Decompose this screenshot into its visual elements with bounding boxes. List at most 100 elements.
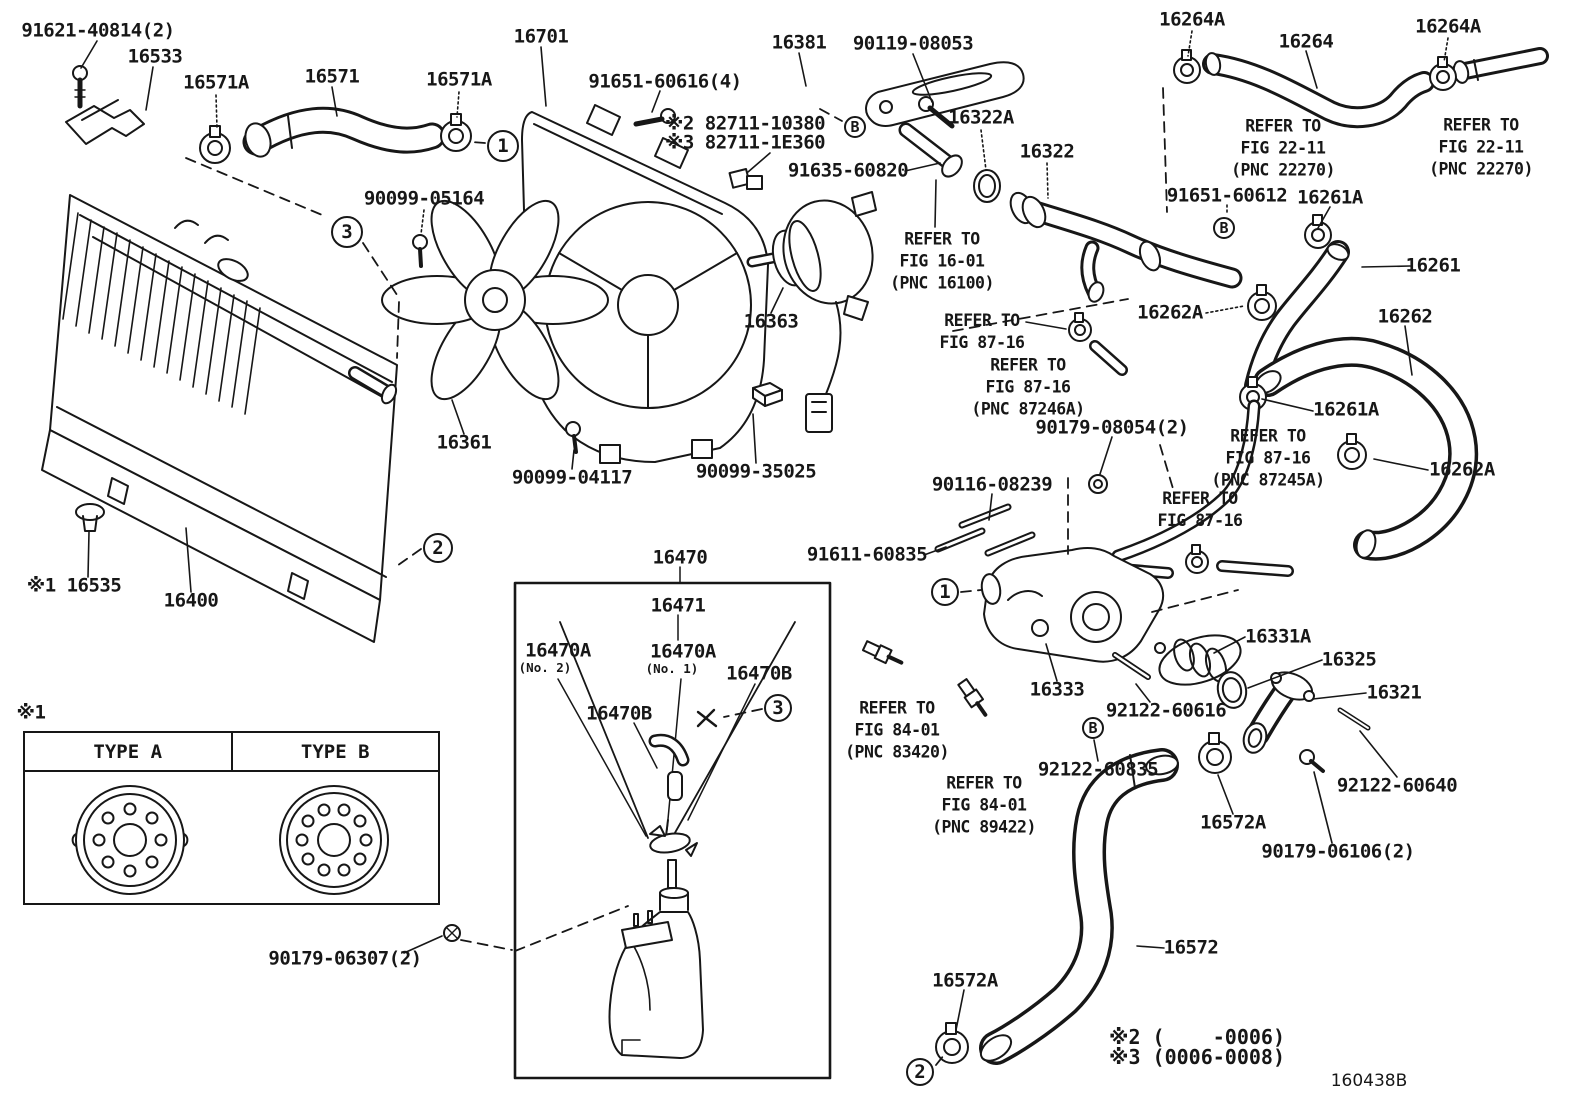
dotted-leaders	[215, 30, 1449, 314]
part-label: 16261A	[1313, 398, 1379, 421]
part-label: 91651-60612	[1166, 184, 1288, 207]
fan-shroud-16701	[521, 104, 769, 464]
part-label: (No. 2)	[518, 659, 572, 675]
nut-90099-35025	[752, 382, 783, 407]
bolt-90119	[918, 96, 955, 129]
leader-lines	[80, 40, 1429, 1031]
water-outlet-housing-16333	[934, 503, 1165, 680]
part-label: 16533	[127, 45, 183, 68]
part-label: (No. 1)	[645, 660, 699, 676]
bolt-90099-04117	[565, 421, 581, 454]
part-label: 16470A	[650, 640, 716, 663]
part-label: 16470	[652, 546, 708, 569]
reference-note: REFER TO FIG 87-16 (PNC 87246A)	[971, 355, 1085, 418]
part-label: 92122-60616	[1105, 699, 1227, 722]
pipe-clamp-87-16	[1068, 312, 1092, 342]
temp-sensor-83420	[861, 640, 904, 665]
fan-motor-16363	[746, 191, 877, 433]
callout-marker-3: 3	[764, 694, 792, 722]
stud-92122-60640	[1337, 707, 1371, 731]
water-bypass-pipe-91635	[898, 122, 963, 178]
part-label: 16322	[1019, 140, 1075, 163]
part-label: 16262	[1377, 305, 1433, 328]
water-inlet-16322	[1009, 191, 1243, 303]
callout-marker-3: 3	[331, 216, 363, 248]
diagram-code: 160438B	[1330, 1070, 1408, 1091]
temp-sensor-89422	[957, 678, 988, 717]
part-label: ※3 (0006-0008)	[1109, 1044, 1285, 1069]
part-label: 90179-08054(2)	[1035, 416, 1189, 439]
part-label: 16321	[1366, 681, 1422, 704]
type-b-cap	[279, 785, 389, 895]
part-label: 16572	[1163, 936, 1219, 959]
part-label: 16264	[1278, 30, 1334, 53]
cap-type-drawings	[71, 785, 389, 895]
reference-note: REFER TO FIG 87-16 (PNC 87245A)	[1211, 426, 1325, 489]
hose-clamp-16262a-top	[1247, 284, 1277, 321]
part-label: 16471	[650, 594, 706, 617]
callout-marker-1: 1	[931, 578, 959, 606]
part-label: 91621-40814(2)	[21, 19, 175, 42]
part-label: 16363	[743, 310, 799, 333]
part-label: 16571A	[426, 68, 492, 91]
callout-marker-1: 1	[487, 130, 519, 162]
part-label: 16322A	[948, 106, 1014, 129]
heater-hose-16264	[1202, 47, 1549, 129]
radiator-hose-upper-16571	[242, 106, 446, 158]
callout-marker-B: B	[1082, 717, 1104, 739]
part-label: ※2 ( -0006)	[1109, 1024, 1285, 1049]
reference-note: REFER TO FIG 22-11 (PNC 22270)	[1429, 115, 1533, 178]
radiator-assembly	[41, 194, 398, 643]
part-label: 90099-04117	[511, 466, 633, 489]
part-label: 16325	[1321, 648, 1377, 671]
cap-type-legend: TYPE A TYPE B	[23, 731, 440, 905]
gasket-16325	[1216, 671, 1248, 709]
part-label: 16400	[163, 589, 219, 612]
part-label: 90116-08239	[931, 473, 1053, 496]
part-label: 16262A	[1429, 458, 1495, 481]
part-label: 16264A	[1415, 15, 1481, 38]
part-label: 16470A	[525, 639, 591, 662]
assembly-dashed-lines	[185, 87, 1239, 1066]
hose-clamp-16571a-left	[199, 125, 231, 164]
hose-clamp-16264a-left	[1173, 49, 1201, 84]
callout-marker-B: B	[844, 116, 866, 138]
bolt-91621	[72, 65, 88, 109]
type-a-cap	[71, 785, 189, 895]
type-b-header: TYPE B	[300, 740, 370, 763]
part-label: 16331A	[1245, 625, 1311, 648]
callout-marker-2: 2	[423, 533, 453, 563]
part-label: 16333	[1029, 678, 1085, 701]
bolt-90179-08054	[1088, 474, 1108, 494]
part-label: 90119-08053	[852, 32, 974, 55]
water-outlet-16321	[1242, 671, 1315, 754]
reference-note: REFER TO FIG 16-01 (PNC 16100)	[890, 229, 994, 292]
bolt-90099-05164	[412, 234, 428, 268]
bolt-91651-60616	[633, 108, 676, 127]
part-label: 16264A	[1159, 8, 1225, 31]
part-label: 92122-60640	[1336, 774, 1458, 797]
part-label: 16571	[304, 65, 360, 88]
hose-clamp-16264a-right	[1429, 56, 1457, 91]
part-label: 16361	[436, 431, 492, 454]
callout-marker-B: B	[1213, 217, 1235, 239]
hose-clamp-16572a-upper	[1198, 732, 1232, 774]
radiator-hose-lower-16572	[979, 748, 1179, 1065]
drain-plug-16535	[75, 503, 105, 532]
hose-clamp-16262a-lower	[1337, 433, 1367, 470]
support-bracket-16533	[65, 99, 145, 145]
part-label: ※3 82711-1E360	[664, 131, 826, 154]
heater-hose-16261	[1244, 240, 1350, 398]
part-label: ※1	[16, 701, 46, 724]
part-label: 91651-60616(4)	[588, 70, 742, 93]
reference-note: REFER TO FIG 87-16	[939, 311, 1025, 352]
reference-note: REFER TO FIG 84-01 (PNC 89422)	[932, 773, 1036, 836]
part-label: 16261	[1405, 254, 1461, 277]
part-label: 91635-60820	[787, 159, 909, 182]
part-label: 16701	[513, 25, 569, 48]
pipe-clamp	[1185, 544, 1209, 574]
hose-clamp-16572a-lower	[935, 1022, 969, 1064]
part-label: 16572A	[1200, 811, 1266, 834]
